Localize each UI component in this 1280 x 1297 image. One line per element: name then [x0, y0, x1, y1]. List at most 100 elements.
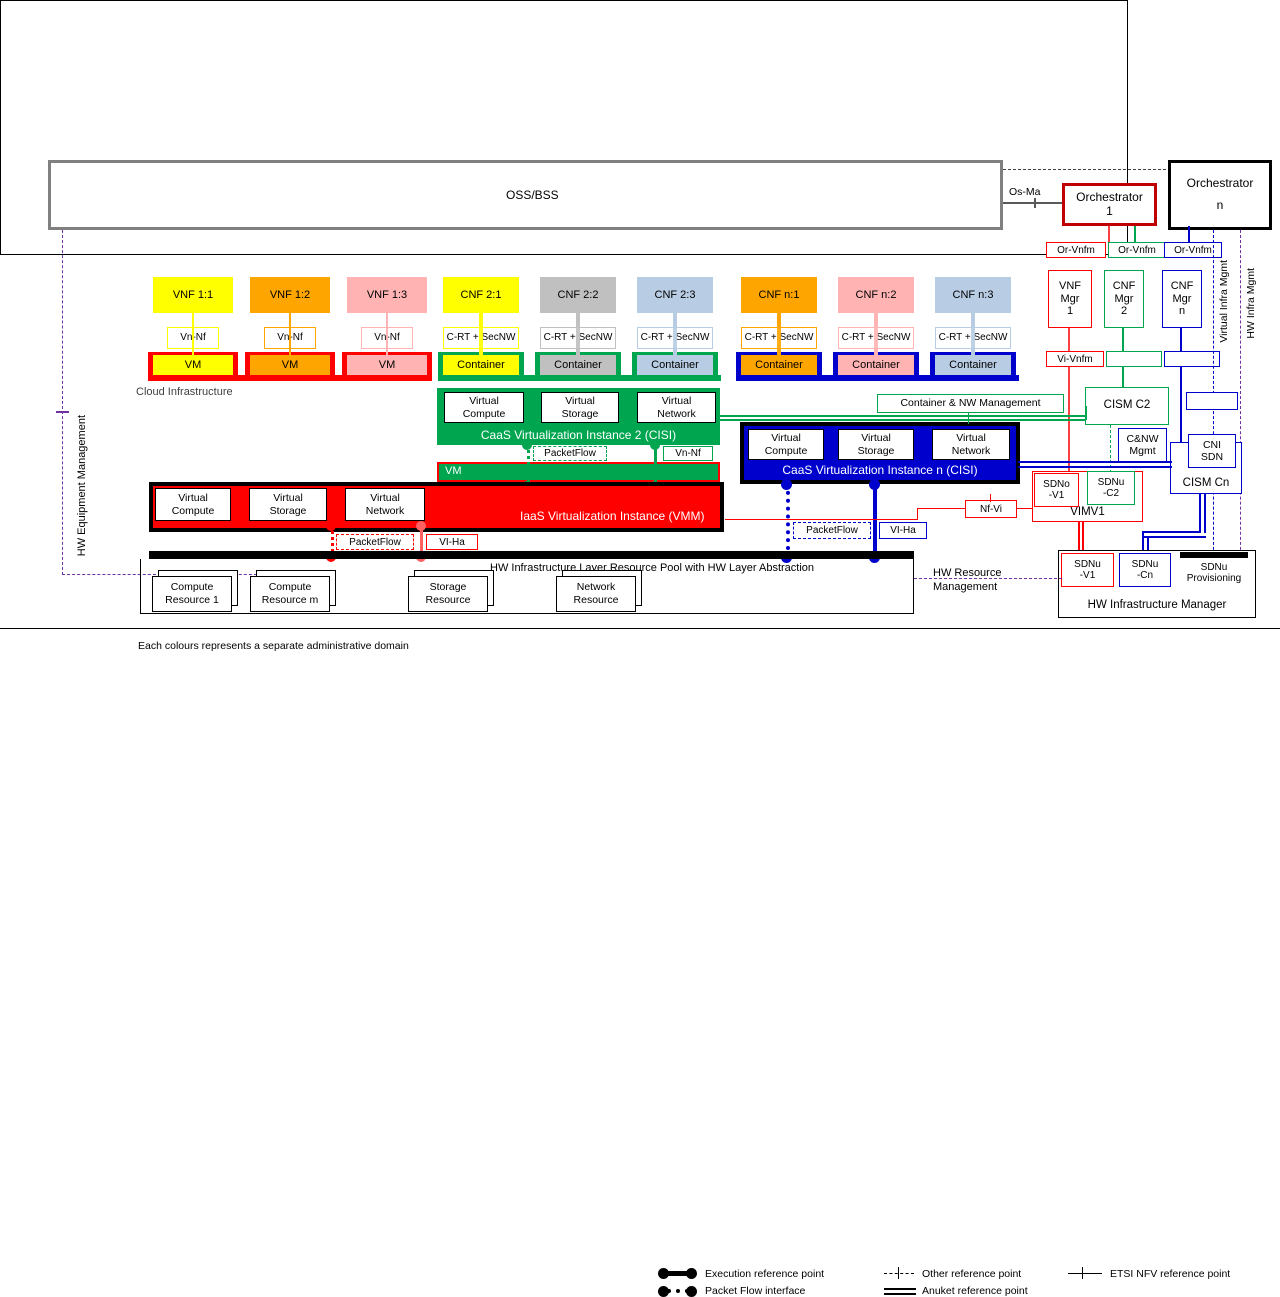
cnf-mgr-2-box[interactable]: CNF Mgr 2 — [1104, 270, 1144, 328]
vnf-mgr-1-box[interactable]: VNF Mgr 1 — [1048, 270, 1092, 328]
sdnu-cn-box[interactable]: SDNu -Cn — [1119, 553, 1171, 587]
vmm-vi-ha-label[interactable]: VI-Ha — [426, 534, 478, 550]
legend-etsi-label: ETSI NFV reference point — [1110, 1268, 1231, 1280]
workload-function-box[interactable]: VNF 1:2 — [250, 277, 330, 313]
sdnu-v1-box[interactable]: SDNu -V1 — [1061, 553, 1114, 587]
vimv1-down-line-2 — [1082, 522, 1084, 534]
workload-runtime-box[interactable]: VM — [153, 355, 233, 375]
cnfmgrn-blue-stub[interactable] — [1186, 392, 1238, 410]
workload-runtime-box[interactable]: Container — [637, 355, 713, 375]
workload-connector-line-overlay — [874, 327, 878, 349]
or-vnfm-label-2[interactable]: Or-Vnfm — [1108, 242, 1166, 258]
or-vnfm-label-1[interactable]: Or-Vnfm — [1046, 242, 1106, 258]
vmm-label: IaaS Virtualization Instance (VMM) — [520, 509, 705, 523]
workload-runtime-label: VM — [281, 358, 299, 371]
or-vnfm-label-3[interactable]: Or-Vnfm — [1164, 242, 1222, 258]
cisi2-packetflow-line — [527, 443, 530, 501]
workload-runtime-label: Container — [755, 358, 803, 371]
nf-vi-label[interactable]: Nf-Vi — [965, 500, 1017, 518]
cnf-mgr-n-box[interactable]: CNF Mgr n — [1162, 270, 1202, 328]
cisin-virtual-network[interactable]: Virtual Network — [932, 429, 1010, 460]
sdno-v1-line2: -V1 — [1048, 490, 1065, 501]
cism-c2-label: CISM C2 — [1103, 399, 1151, 412]
workload-function-box[interactable]: CNF 2:2 — [540, 277, 616, 313]
cisin-vi-ha-label[interactable]: VI-Ha — [879, 522, 927, 539]
legend-footnote: Each colours represents a separate admin… — [138, 640, 409, 652]
virtual-network-line2: Network — [365, 504, 405, 517]
cisin-virtual-compute[interactable]: Virtual Compute — [748, 429, 824, 460]
cni-sdn-line1: CNI — [1202, 438, 1222, 451]
workload-connector-line-overlay — [386, 327, 388, 349]
nf-vi-bend-horizontal — [725, 519, 918, 521]
vmm-packetflow-label[interactable]: PacketFlow — [336, 534, 414, 550]
vmm-virtual-compute[interactable]: Virtual Compute — [155, 488, 231, 521]
cnfmgr2-to-cism-trunk — [1122, 367, 1124, 387]
workload-runtime-label: Container — [457, 358, 505, 371]
oss-bss-box[interactable]: OSS/BSS — [48, 160, 1003, 230]
legend-etsi-line — [1068, 1273, 1102, 1275]
workload-runtime-label: Container — [651, 358, 699, 371]
workload-function-box[interactable]: VNF 1:3 — [347, 277, 427, 313]
cism-c2-box[interactable]: CISM C2 — [1085, 387, 1169, 425]
vi-vnfm-box-green[interactable] — [1106, 351, 1162, 367]
workload-function-box[interactable]: CNF 2:1 — [443, 277, 519, 313]
hw-resource-line2: Resource — [425, 594, 471, 606]
workload-runtime-box[interactable]: Container — [935, 355, 1011, 375]
c-and-nw-mgmt-box[interactable]: C&NW Mgmt — [1118, 428, 1167, 462]
workload-function-box[interactable]: CNF 2:3 — [637, 277, 713, 313]
cni-sdn-box[interactable]: CNI SDN — [1188, 434, 1236, 468]
workload-runtime-box[interactable]: Container — [838, 355, 914, 375]
cisin-packetflow-label[interactable]: PacketFlow — [793, 522, 871, 539]
hw-equipment-management-label: HW Equipment Management — [76, 415, 88, 557]
sdnu-v1-line2: -V1 — [1079, 570, 1096, 581]
cisin-virtual-storage[interactable]: Virtual Storage — [838, 429, 914, 460]
vm-bar-under-cisi2[interactable] — [437, 462, 720, 482]
cismcn-bend-v2 — [1147, 536, 1149, 555]
virtual-compute-line2: Compute — [171, 504, 215, 517]
workload-runtime-box[interactable]: Container — [540, 355, 616, 375]
orchestrator-n-box[interactable]: Orchestrator n — [1168, 160, 1272, 230]
vi-vnfm-label[interactable]: Vi-Vnfm — [1046, 351, 1104, 367]
virtual-compute-line2: Compute — [764, 444, 808, 457]
vmm-virtual-storage[interactable]: Virtual Storage — [249, 488, 327, 521]
cisi2-virtual-compute[interactable]: Virtual Compute — [444, 392, 524, 423]
sdnu-c2-line1: SDNu — [1097, 476, 1125, 488]
container-nw-management-box[interactable]: Container & NW Management — [877, 394, 1064, 413]
vi-vnfm-box-blue[interactable] — [1164, 351, 1220, 367]
cismcn-down-line-2 — [1204, 494, 1206, 533]
vmm-block[interactable] — [153, 486, 720, 528]
vmm-virtual-network[interactable]: Virtual Network — [345, 488, 425, 521]
cisi2-virtual-network[interactable]: Virtual Network — [637, 392, 716, 423]
workload-function-box[interactable]: CNF n:3 — [935, 277, 1011, 313]
vm-bar-label: VM — [445, 465, 462, 477]
workload-connector-line-overlay — [673, 327, 677, 349]
workload-runtime-box[interactable]: VM — [347, 355, 427, 375]
workload-function-box[interactable]: VNF 1:1 — [153, 277, 233, 313]
workload-runtime-box[interactable]: Container — [741, 355, 817, 375]
virtual-infra-mgmt-label: Virtual Infra Mgmt — [1218, 260, 1230, 343]
workload-runtime-label: Container — [554, 358, 602, 371]
workload-function-label: VNF 1:3 — [366, 288, 408, 301]
workload-function-box[interactable]: CNF n:1 — [741, 277, 817, 313]
orchestrator-n-label-line2: n — [1216, 198, 1224, 212]
cisi2-virtual-storage[interactable]: Virtual Storage — [541, 392, 619, 423]
workload-function-box[interactable]: CNF n:2 — [838, 277, 914, 313]
sdnu-c2-box[interactable]: SDNu -C2 — [1087, 471, 1135, 505]
cnf-mgr-n-line2: Mgr — [1172, 292, 1192, 305]
cisi2-vn-nf-label[interactable]: Vn-Nf — [663, 446, 713, 461]
vmm-vi-ha-dot-top — [416, 521, 426, 531]
os-ma-tick — [1034, 196, 1036, 208]
virtualization-rail — [148, 375, 431, 381]
sdnu-provisioning-box[interactable]: SDNu Provisioning — [1176, 558, 1252, 588]
sdno-v1-box[interactable]: SDNo -V1 — [1034, 473, 1079, 507]
workload-runtime-box[interactable]: VM — [250, 355, 330, 375]
workload-runtime-box[interactable]: Container — [443, 355, 519, 375]
cisi2-packetflow-label[interactable]: PacketFlow — [533, 446, 607, 461]
orchestrator-1-box[interactable]: Orchestrator 1 — [1062, 183, 1157, 226]
cisin-vi-ha-line — [873, 483, 877, 558]
legend-packetflow-label: Packet Flow interface — [705, 1285, 806, 1297]
